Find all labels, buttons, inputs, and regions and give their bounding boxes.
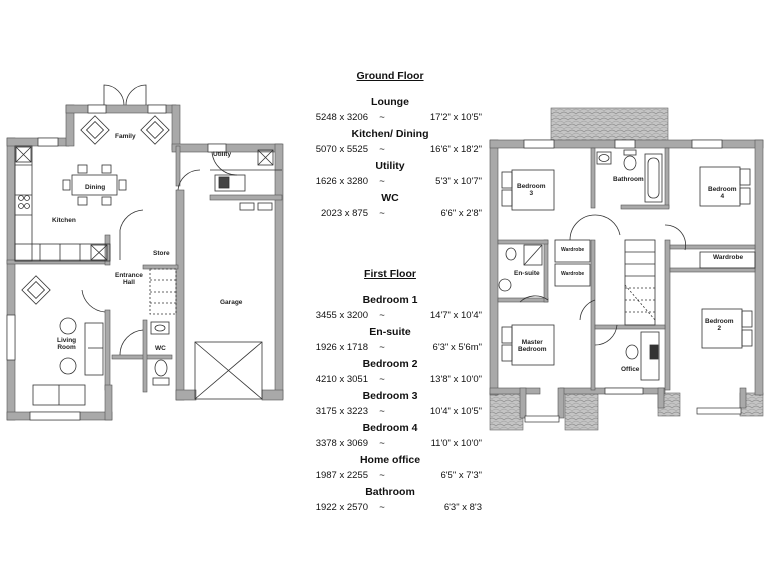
room-name: Home office: [359, 454, 421, 466]
room-name: Bedroom 4: [362, 422, 418, 434]
room-label-entrance-hall: Entrance Hall: [115, 272, 143, 286]
bedroom4-line1: Bedroom: [708, 186, 737, 193]
room-name: Kitchen/ Dining: [351, 128, 429, 140]
ground-floor-title: Ground Floor: [356, 70, 424, 82]
metric-dims: 1926 x 1718: [315, 342, 368, 353]
living-label-line1: Living: [57, 337, 77, 344]
room-label-ensuite: En-suite: [514, 270, 540, 277]
imperial-dims: 16'6" x 18'2": [429, 144, 482, 155]
metric-dims: 5070 x 5525: [315, 144, 368, 155]
bedroom3-line1: Bedroom: [517, 183, 546, 190]
room-label-bathroom: Bathroom: [613, 176, 644, 183]
metric-dims: 5248 x 3206: [315, 112, 368, 123]
first-room-ensuite: En-suite 1926 x 1718 ~6'3" x 5'6m": [290, 324, 490, 356]
first-room-bedroom3: Bedroom 3 3175 x 3223 ~10'4" x 10'5": [290, 388, 490, 420]
room-label-wc: WC: [155, 345, 166, 352]
ground-room-lounge: Lounge 5248 x 3206 ~17'2" x 10'5": [290, 94, 490, 126]
room-label-bedroom-2: Bedroom 2: [705, 318, 734, 332]
living-label-line2: Room: [57, 344, 76, 352]
room-name: Utility: [375, 160, 405, 172]
imperial-dims: 5'3" x 10'7": [435, 176, 482, 187]
room-label-bedroom-4: Bedroom 4: [708, 186, 737, 200]
room-name: WC: [381, 192, 399, 204]
first-room-bathroom: Bathroom 1922 x 2570 ~6'3" x 8'3: [290, 484, 490, 516]
room-name: Bedroom 1: [362, 294, 418, 306]
first-room-bedroom2: Bedroom 2 4210 x 3051 ~13'8" x 10'0": [290, 356, 490, 388]
approx-sep: ~: [379, 374, 385, 385]
imperial-dims: 17'2" x 10'5": [429, 112, 482, 123]
bedroom2-line2: 2: [717, 325, 722, 333]
metric-dims: 1626 x 3280: [315, 176, 368, 187]
metric-dims: 4210 x 3051: [315, 374, 368, 385]
first-floor-title: First Floor: [364, 268, 416, 280]
metric-dims: 1987 x 2255: [315, 470, 368, 481]
approx-sep: ~: [379, 470, 385, 481]
approx-sep: ~: [379, 342, 385, 353]
entrance-label-line2: Hall: [122, 279, 135, 287]
metric-dims: 1922 x 2570: [315, 502, 368, 513]
entrance-label-line1: Entrance: [115, 272, 143, 279]
room-name: Bedroom 3: [362, 390, 418, 402]
metric-dims: 3455 x 3200: [315, 310, 368, 321]
room-label-office: Office: [621, 366, 640, 373]
bedroom4-line2: 4: [720, 193, 725, 201]
room-name: Lounge: [371, 96, 409, 108]
imperial-dims: 6'5" x 7'3": [440, 470, 482, 481]
room-label-garage: Garage: [220, 299, 243, 306]
ground-floor-plan: [6, 84, 284, 421]
room-label-store: Store: [153, 250, 170, 257]
room-label-living-room: Living Room: [57, 337, 76, 351]
approx-sep: ~: [379, 208, 385, 219]
metric-dims: 2023 x 875: [320, 208, 368, 219]
room-label-wardrobe-large: Wardrobe: [713, 254, 744, 261]
room-label-master-bedroom: Master Bedroom: [518, 339, 547, 353]
room-label-utility: Utility: [213, 151, 232, 158]
approx-sep: ~: [379, 406, 385, 417]
first-room-bedroom1: Bedroom 1 3455 x 3200 ~14'7" x 10'4": [290, 292, 490, 324]
master-line2: Bedroom: [518, 346, 547, 354]
room-name: Bathroom: [365, 486, 415, 498]
ground-room-wc: WC 2023 x 875 ~6'6" x 2'8": [290, 190, 490, 222]
imperial-dims: 13'8" x 10'0": [429, 374, 482, 385]
metric-dims: 3175 x 3223: [315, 406, 368, 417]
imperial-dims: 10'4" x 10'5": [429, 406, 482, 417]
approx-sep: ~: [379, 438, 385, 449]
approx-sep: ~: [379, 502, 385, 513]
imperial-dims: 6'3" x 8'3: [443, 502, 482, 513]
metric-dims: 3378 x 3069: [315, 438, 368, 449]
approx-sep: ~: [379, 144, 385, 155]
room-label-bedroom-3: Bedroom 3: [517, 183, 546, 197]
first-room-bedroom4: Bedroom 4 3378 x 3069 ~11'0" x 10'0": [290, 420, 490, 452]
room-label-dining: Dining: [85, 184, 106, 191]
first-room-home-office: Home office 1987 x 2255 ~6'5" x 7'3": [290, 452, 490, 484]
imperial-dims: 6'3" x 5'6m": [432, 342, 482, 353]
approx-sep: ~: [379, 176, 385, 187]
room-label-wardrobe-2: Wardrobe: [561, 271, 585, 277]
room-label-wardrobe-1: Wardrobe: [561, 247, 585, 253]
ground-room-utility: Utility 1626 x 3280 ~5'3" x 10'7": [290, 158, 490, 190]
room-label-family: Family: [115, 133, 136, 140]
approx-sep: ~: [379, 310, 385, 321]
approx-sep: ~: [379, 112, 385, 123]
master-line1: Master: [521, 339, 543, 346]
bedroom2-line1: Bedroom: [705, 318, 734, 325]
imperial-dims: 11'0" x 10'0": [430, 438, 482, 449]
room-label-kitchen: Kitchen: [52, 217, 76, 224]
room-name: En-suite: [369, 326, 411, 338]
room-schedule: Ground Floor Lounge 5248 x 3206 ~17'2" x …: [290, 62, 490, 516]
ground-room-kitchen-dining: Kitchen/ Dining 5070 x 5525 ~16'6" x 18'2…: [290, 126, 490, 158]
bedroom3-line2: 3: [529, 190, 534, 198]
imperial-dims: 6'6" x 2'8": [440, 208, 482, 219]
room-name: Bedroom 2: [362, 358, 418, 370]
imperial-dims: 14'7" x 10'4": [429, 310, 482, 321]
